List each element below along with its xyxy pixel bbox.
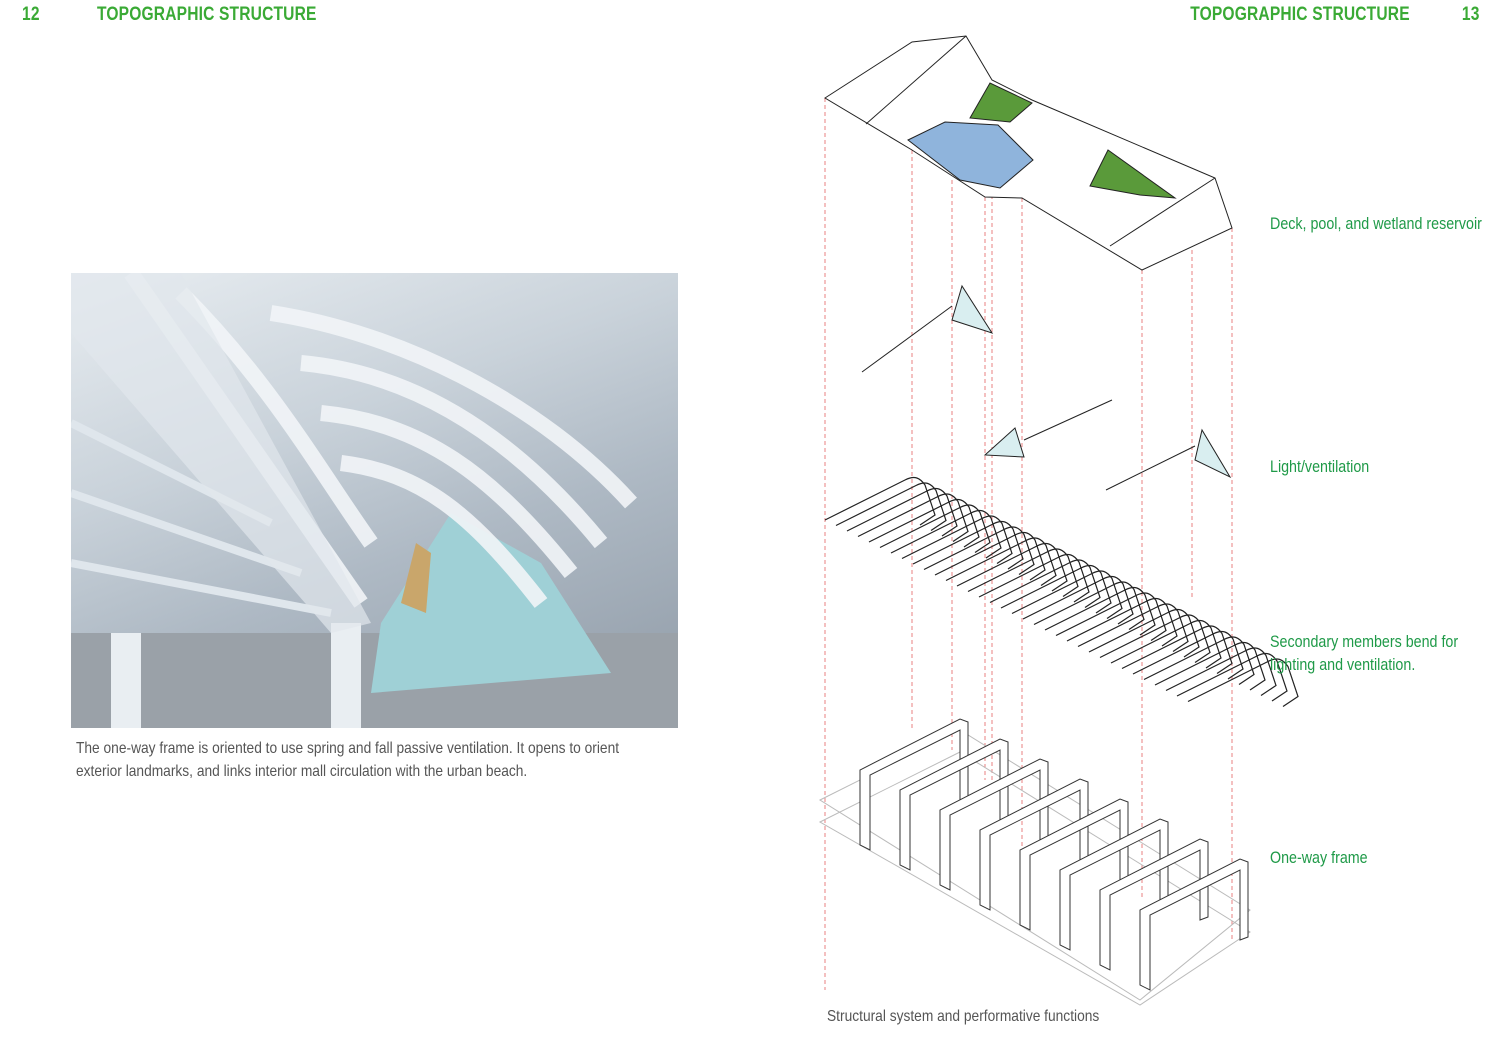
label-secondary-members-line-1: Secondary members bend for — [1270, 632, 1459, 651]
secondary-member-rib — [1066, 597, 1178, 647]
wetland-green — [969, 82, 1033, 123]
deck-layer — [824, 35, 1233, 271]
secondary-member-rib — [868, 498, 980, 548]
secondary-member-rib — [1033, 581, 1145, 630]
secondary-member-rib — [901, 515, 1013, 564]
secondary-member-rib — [846, 487, 958, 537]
secondary-member-rib — [1176, 652, 1288, 702]
interior-rendering-photo — [71, 273, 678, 728]
interior-rendering-illustration — [71, 273, 678, 728]
pool-blue — [907, 121, 1034, 189]
secondary-member-rib — [967, 548, 1079, 597]
secondary-member-rib — [1055, 592, 1167, 641]
secondary-member-rib — [1011, 570, 1123, 619]
secondary-member-rib — [1143, 636, 1255, 685]
photo-caption-line-1: The one-way frame is oriented to use spr… — [76, 740, 620, 757]
label-secondary-members-line-2: lighting and ventilation. — [1270, 655, 1416, 674]
page-number-left: 12 — [22, 4, 40, 25]
secondary-member-rib — [945, 537, 1057, 586]
secondary-member-rib — [1187, 658, 1299, 707]
secondary-member-rib — [1110, 619, 1222, 669]
secondary-members-layer — [824, 476, 1299, 707]
one-way-frame-layer — [818, 718, 1251, 1006]
secondary-member-rib — [1099, 614, 1211, 663]
secondary-member-rib — [912, 520, 1024, 570]
secondary-member-rib — [1132, 630, 1244, 680]
secondary-member-rib — [934, 531, 1046, 581]
secondary-member-rib — [835, 482, 947, 531]
secondary-member-rib — [1088, 608, 1200, 658]
secondary-member-rib — [1077, 603, 1189, 652]
page-number-right: 13 — [1462, 4, 1480, 25]
diagram-caption: Structural system and performative funct… — [827, 1008, 1100, 1025]
secondary-member-rib — [1121, 625, 1233, 674]
light-ventilation-layer — [861, 284, 1232, 491]
secondary-member-rib — [879, 504, 991, 553]
section-title-left: TOPOGRAPHIC STRUCTURE — [97, 4, 317, 25]
frame-portal — [1139, 858, 1249, 991]
vertical-guide-lines — [824, 98, 1233, 990]
secondary-member-rib — [1165, 647, 1277, 696]
secondary-member-rib — [978, 553, 1090, 603]
label-deck-pool-wetland: Deck, pool, and wetland reservoir — [1270, 214, 1482, 233]
secondary-member-rib — [1044, 586, 1156, 636]
label-light-ventilation: Light/ventilation — [1270, 457, 1370, 476]
label-one-way-frame: One-way frame — [1270, 848, 1368, 867]
secondary-member-rib — [1154, 641, 1266, 691]
secondary-member-rib — [857, 493, 969, 542]
secondary-member-rib — [923, 526, 1035, 575]
section-title-right: TOPOGRAPHIC STRUCTURE — [1190, 4, 1410, 25]
secondary-member-rib — [1000, 564, 1112, 614]
secondary-member-rib — [890, 509, 1002, 559]
wetland-green — [1089, 149, 1177, 199]
secondary-member-rib — [824, 476, 936, 526]
secondary-member-rib — [989, 559, 1101, 608]
secondary-member-rib — [1022, 575, 1134, 625]
secondary-member-rib — [956, 542, 1068, 592]
photo-caption-line-2: exterior landmarks, and links interior m… — [76, 763, 528, 780]
